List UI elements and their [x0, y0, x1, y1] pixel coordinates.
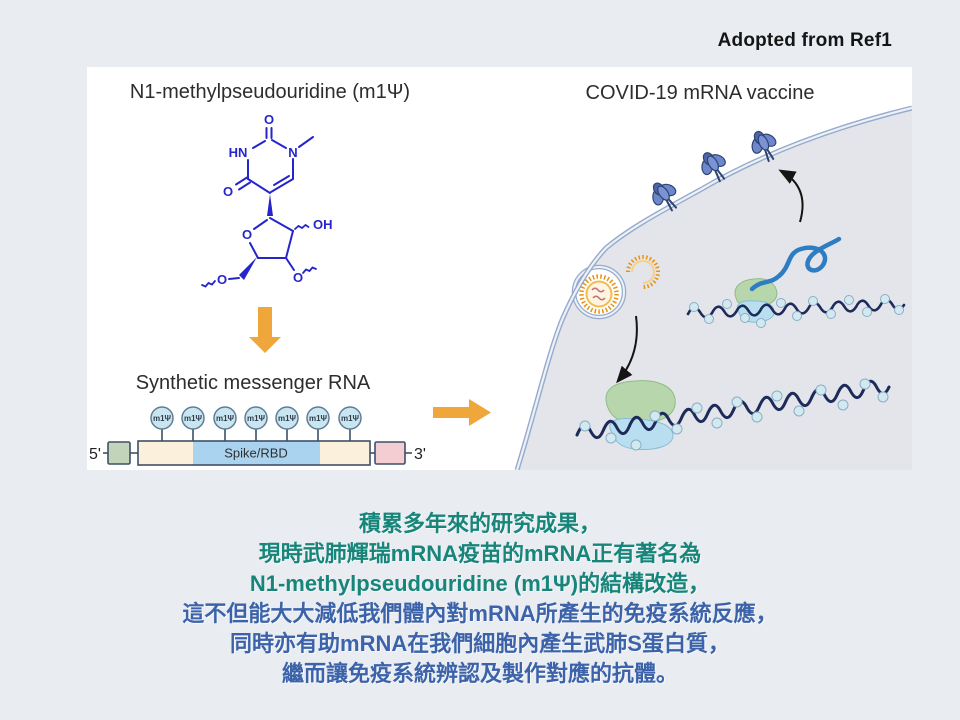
synthetic-mrna-label: Synthetic messenger RNA	[136, 372, 371, 394]
five-prime-label: 5'	[89, 446, 101, 463]
caption-line: 繼而讓免疫系統辨認及製作對應的抗體。	[281, 661, 678, 686]
caption-block: 積累多年來的研究成果， 現時武肺輝瑞mRNA疫苗的mRNA正有著名為 N1-me…	[0, 509, 960, 689]
caption-line: 這不但能大大減低我們體內對mRNA所產生的免疫系統反應，	[182, 601, 778, 626]
coding-region	[193, 441, 320, 465]
m1psi-label: m1Ψ	[184, 414, 203, 423]
mrna-strand-upper	[686, 298, 906, 319]
mrna-cargo-squiggle	[591, 287, 605, 293]
atom-hn: HN	[229, 145, 248, 160]
arrow-to-membrane	[778, 169, 804, 223]
caption-line: 同時亦有助mRNA在我們細胞內產生武肺S蛋白質，	[230, 631, 730, 656]
right-panel-title: COVID-19 mRNA vaccine	[586, 82, 815, 104]
atom-o3: O	[293, 270, 303, 285]
m1psi-label: m1Ψ	[247, 414, 266, 423]
atom-o-ring: O	[242, 227, 252, 242]
wedge-bond	[239, 257, 257, 280]
cap-box	[107, 441, 131, 465]
cell-membrane-highlight	[515, 106, 912, 470]
caption-line: 積累多年來的研究成果，	[358, 511, 601, 536]
m1psi-label: m1Ψ	[309, 414, 328, 423]
nascent-protein-squiggle	[749, 236, 842, 292]
right-arrow	[433, 399, 491, 426]
atom-n: N	[288, 145, 297, 160]
cell-diagram: COVID-19 mRNA vaccine	[514, 82, 912, 470]
m1psi-label: m1Ψ	[216, 414, 235, 423]
left-panel-title: N1-methylpseudouridine (m1Ψ)	[130, 81, 410, 103]
caption-line: 現時武肺輝瑞mRNA疫苗的mRNA正有著名為	[258, 541, 702, 566]
wedge-bond	[267, 194, 273, 216]
lipid-nanoparticle	[579, 274, 619, 314]
m1psi-label: m1Ψ	[341, 414, 360, 423]
ribosome-lower	[605, 380, 676, 450]
arrow-to-ribosome	[616, 315, 638, 384]
three-prime-label: 3'	[414, 446, 426, 463]
mrna-strand-lower	[575, 379, 891, 440]
molecule-structure: N1-methylpseudouridine (m1Ψ)	[130, 81, 410, 288]
mrna-construct: Spike/RBD 5' 3' m1Ψ m1Ψ m1Ψ m1Ψ m1Ψ m1Ψ …	[89, 406, 426, 466]
m1psi-circles: m1Ψ m1Ψ m1Ψ m1Ψ m1Ψ m1Ψ m1Ψ	[150, 406, 362, 430]
caption-line: N1-methylpseudouridine (m1Ψ)的結構改造，	[249, 571, 711, 596]
atom-o-left: O	[223, 184, 233, 199]
tail-box	[374, 441, 406, 465]
opened-lipid-shell	[626, 255, 660, 289]
m1psi-label: m1Ψ	[278, 414, 297, 423]
m1psi-label: m1Ψ	[153, 414, 172, 423]
coding-region-label: Spike/RBD	[224, 446, 288, 461]
atom-o-top: O	[264, 112, 274, 127]
cell-body	[517, 108, 912, 470]
m1psi-badges	[579, 294, 904, 451]
attribution-text: Adopted from Ref1	[717, 30, 892, 51]
atom-o5: O	[217, 272, 227, 287]
atom-oh: OH	[313, 217, 333, 232]
down-arrow	[249, 307, 281, 353]
figure-panel: COVID-19 mRNA vaccine N1-methylpseudouri…	[87, 67, 912, 470]
figure-svg: COVID-19 mRNA vaccine N1-methylpseudouri…	[89, 81, 912, 470]
mrna-cargo-squiggle	[592, 295, 606, 301]
